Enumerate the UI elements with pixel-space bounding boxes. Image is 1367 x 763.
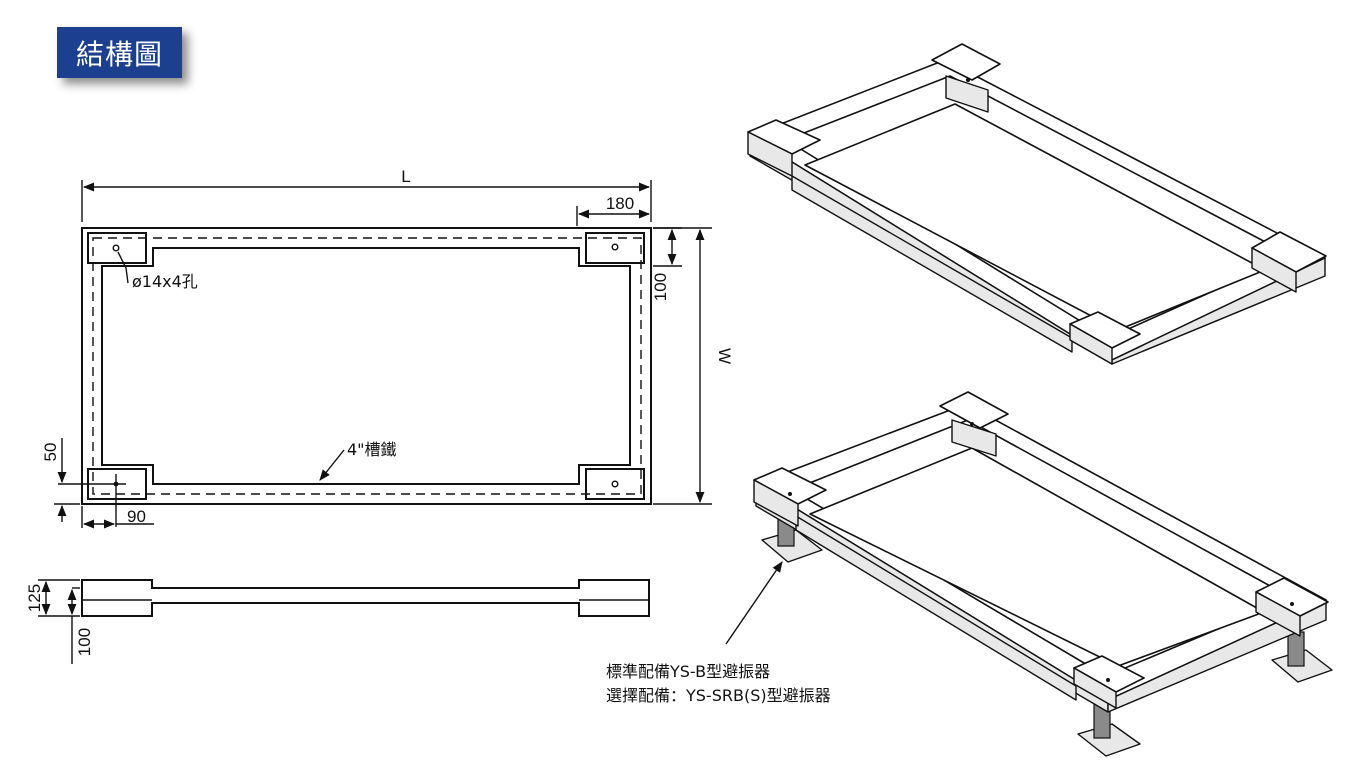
title-badge: 結構圖 [57,27,182,78]
hole-leader [117,251,127,269]
plan-view: L 180 100 W 50 90 ø14x4孔 4"槽鐵 [41,167,734,529]
hole-marker [611,480,619,488]
iso-corner-block [939,391,1009,429]
iso-corner-block [931,43,1001,81]
hole-marker [112,244,120,252]
frame-inner-opening [101,247,631,485]
dim-100-side-label: 100 [75,628,94,656]
iso-frame-top [747,43,1327,365]
dim-100-plan-label: 100 [651,273,670,301]
optional-isolator-label: 選擇配備：YS-SRB(S)型避振器 [606,686,831,705]
corner-plate-bottom-right [585,468,645,500]
corner-plate-top-right [585,232,645,264]
side-profile [81,579,650,617]
side-view: 125 100 [25,579,650,664]
dim-180-label: 180 [606,194,634,213]
width-label: W [715,348,734,364]
hole-marker [611,243,619,251]
frame-outline [81,227,652,505]
length-label: L [401,167,410,186]
iso-frame-bottom [725,391,1333,757]
corner-plate-top-left [87,232,147,264]
dim-50-label: 50 [41,443,60,462]
standard-isolator-label: 標準配備YS-B型避振器 [606,662,770,681]
isolator-mount [1271,631,1333,683]
channel-leader [319,449,345,481]
hole-label: ø14x4孔 [132,272,198,291]
page-title: 結構圖 [75,37,163,71]
isolator-mount [1077,699,1141,757]
dim-90-label: 90 [127,507,146,526]
dim-125-label: 125 [25,584,44,612]
channel-label: 4"槽鐵 [347,440,397,459]
isolator-leader [725,561,783,645]
channel-dashed-line [92,237,642,495]
